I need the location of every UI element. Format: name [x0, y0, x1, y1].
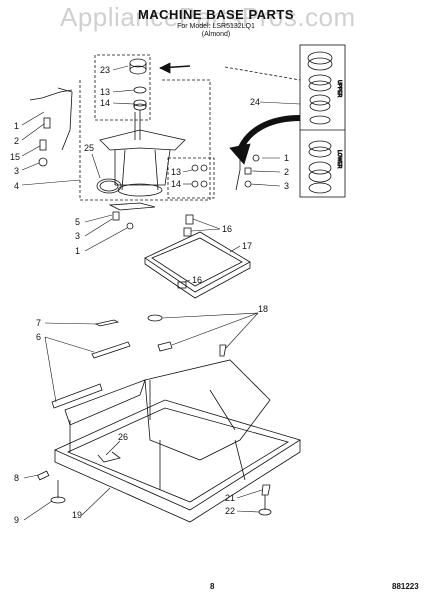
- diagram-code: 881223: [392, 582, 419, 591]
- callout-21: 21: [225, 493, 235, 503]
- callout-6: 6: [36, 332, 41, 342]
- callout-9: 9: [14, 515, 19, 525]
- callout-3-mid: 3: [75, 231, 80, 241]
- upper-assembly-box: [79, 54, 215, 201]
- callout-1-left: 1: [14, 121, 19, 131]
- callout-7: 7: [36, 318, 41, 328]
- leveling-feet: [37, 470, 272, 516]
- callout-26: 26: [118, 432, 128, 442]
- callout-14-right: 14: [171, 179, 181, 189]
- right-small-parts: [191, 164, 208, 188]
- callout-1-right: 1: [284, 153, 289, 163]
- callout-4: 4: [14, 181, 19, 191]
- callout-16-low: 16: [192, 275, 202, 285]
- machine-base: [54, 359, 301, 523]
- belt-ring: [96, 178, 122, 194]
- callout-2-left: 2: [14, 136, 19, 146]
- clutch-parts-stack: [129, 58, 147, 111]
- bearing-column: [299, 44, 346, 198]
- diagram-subtitle: For Model: LSR5132LQ1 (Almond): [0, 23, 432, 39]
- pointer-arrow-upper: [159, 62, 191, 74]
- motor-mount-frame: [144, 214, 251, 299]
- callout-15: 15: [10, 152, 20, 162]
- label-lower: LOWER: [336, 150, 342, 169]
- gearcase-assembly: [99, 110, 186, 197]
- pointer-arrow-curved: [229, 115, 301, 165]
- callout-16-top: 16: [222, 224, 232, 234]
- leader-lines: [21, 65, 301, 521]
- subtitle-color: (Almond): [201, 31, 231, 38]
- callout-19: 19: [72, 510, 82, 520]
- rails-and-clips: [51, 314, 227, 409]
- label-upper: UPPER: [336, 80, 342, 98]
- callout-13-right: 13: [171, 167, 181, 177]
- callout-23: 23: [100, 65, 110, 75]
- middle-fasteners: [108, 202, 156, 230]
- callout-5: 5: [75, 217, 80, 227]
- callout-25: 25: [84, 143, 94, 153]
- callout-3-left: 3: [14, 166, 19, 176]
- callout-24: 24: [250, 97, 260, 107]
- callout-8: 8: [14, 473, 19, 483]
- diagram-title: MACHINE BASE PARTS: [137, 7, 295, 22]
- callout-18: 18: [258, 304, 268, 314]
- callout-13-top: 13: [100, 87, 110, 97]
- left-hose-bracket: [29, 87, 73, 167]
- page-number: 8: [210, 582, 215, 591]
- right-fasteners: [235, 150, 260, 191]
- callout-3-right: 3: [284, 181, 289, 191]
- callout-17: 17: [242, 241, 252, 251]
- callout-14-top: 14: [100, 98, 110, 108]
- callout-2-right: 2: [284, 167, 289, 177]
- subtitle-model: For Model: LSR5132LQ1: [177, 23, 255, 30]
- callout-1-mid: 1: [75, 246, 80, 256]
- callout-22: 22: [225, 506, 235, 516]
- callout-numbers: 23 13 14 24 1 2 15 3 4 25 13 14 1 2 3 5 …: [10, 65, 289, 525]
